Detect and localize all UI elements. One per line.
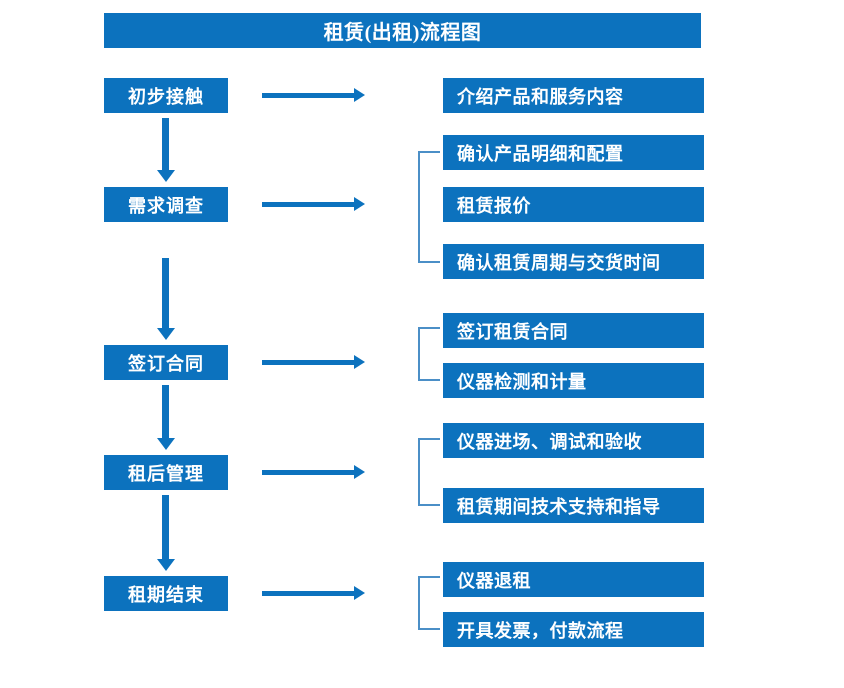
arrow-shaft bbox=[162, 385, 169, 438]
flow-arrow-initial-to-survey bbox=[156, 118, 176, 182]
branch-arrow-post-rental-management bbox=[262, 465, 365, 479]
branch-arrow-sign-contract bbox=[262, 355, 365, 369]
detail-box-introduce-products-services[interactable]: 介绍产品和服务内容 bbox=[443, 78, 704, 113]
arrow-head bbox=[354, 355, 365, 369]
flow-arrow-contract-to-management bbox=[156, 385, 176, 450]
stage-box-requirement-survey[interactable]: 需求调查 bbox=[104, 187, 228, 222]
arrow-head bbox=[354, 197, 365, 211]
detail-box-technical-support-guidance[interactable]: 租赁期间技术支持和指导 bbox=[443, 488, 704, 523]
branch-arrow-requirement-survey bbox=[262, 197, 365, 211]
diagram-title: 租赁(出租)流程图 bbox=[104, 13, 701, 48]
arrow-shaft bbox=[162, 118, 169, 170]
arrow-head bbox=[157, 559, 175, 571]
stage-box-initial-contact[interactable]: 初步接触 bbox=[104, 78, 228, 113]
arrow-head bbox=[354, 465, 365, 479]
arrow-shaft bbox=[162, 495, 169, 559]
detail-box-instrument-testing-metrology[interactable]: 仪器检测和计量 bbox=[443, 363, 704, 398]
stage-box-sign-contract[interactable]: 签订合同 bbox=[104, 345, 228, 380]
stage-box-post-rental-management[interactable]: 租后管理 bbox=[104, 455, 228, 490]
flow-arrow-management-to-end bbox=[156, 495, 176, 571]
arrow-shaft bbox=[262, 93, 354, 98]
arrow-shaft bbox=[262, 470, 354, 475]
group-bracket-management bbox=[418, 438, 440, 506]
group-bracket-closing bbox=[418, 576, 440, 630]
arrow-shaft bbox=[262, 202, 354, 207]
flow-arrow-survey-to-contract bbox=[156, 258, 176, 340]
detail-box-confirm-lease-period-delivery[interactable]: 确认租赁周期与交货时间 bbox=[443, 244, 704, 279]
arrow-head bbox=[157, 170, 175, 182]
detail-box-confirm-product-details[interactable]: 确认产品明细和配置 bbox=[443, 135, 704, 170]
detail-box-instrument-return[interactable]: 仪器退租 bbox=[443, 562, 704, 597]
arrow-head bbox=[354, 88, 365, 102]
arrow-head bbox=[157, 438, 175, 450]
arrow-shaft bbox=[262, 591, 354, 596]
branch-arrow-initial-contact bbox=[262, 88, 365, 102]
detail-box-sign-lease-contract[interactable]: 签订租赁合同 bbox=[443, 313, 704, 348]
arrow-head bbox=[157, 328, 175, 340]
arrow-shaft bbox=[162, 258, 169, 328]
stage-box-lease-end[interactable]: 租期结束 bbox=[104, 576, 228, 611]
branch-arrow-lease-end bbox=[262, 586, 365, 600]
group-bracket-requirements bbox=[418, 151, 440, 263]
arrow-shaft bbox=[262, 360, 354, 365]
detail-box-invoice-payment-process[interactable]: 开具发票，付款流程 bbox=[443, 612, 704, 647]
detail-box-rental-quotation[interactable]: 租赁报价 bbox=[443, 187, 704, 222]
arrow-head bbox=[354, 586, 365, 600]
group-bracket-contract bbox=[418, 327, 440, 381]
detail-box-instrument-delivery-commissioning[interactable]: 仪器进场、调试和验收 bbox=[443, 423, 704, 458]
